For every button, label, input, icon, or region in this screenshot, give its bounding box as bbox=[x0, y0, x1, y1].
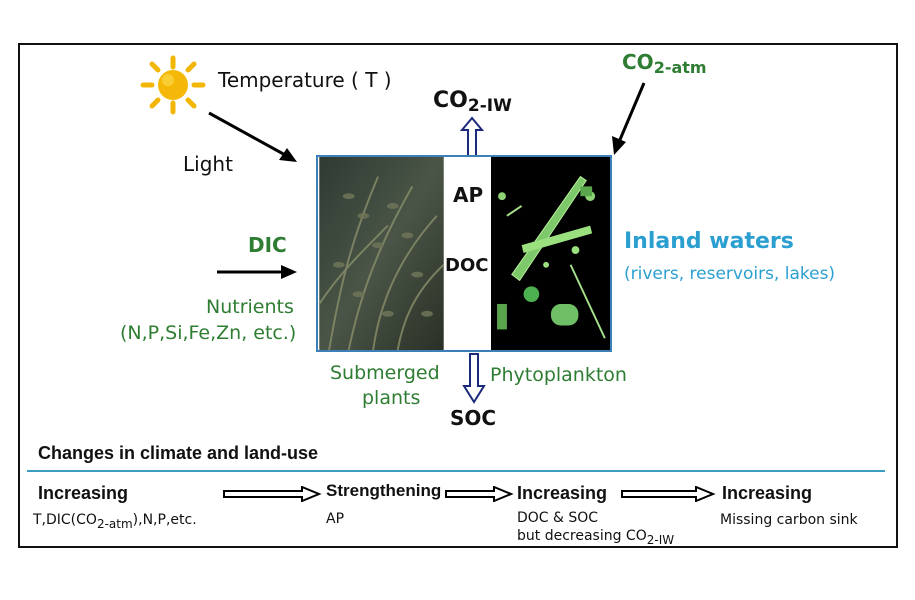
step-3-detail-1: DOC & SOC bbox=[517, 510, 599, 526]
bottom-title: Changes in climate and land-use bbox=[38, 443, 319, 463]
temperature-label: Temperature ( T ) bbox=[218, 68, 392, 92]
step-4-detail: Missing carbon sink bbox=[720, 512, 858, 528]
flow-arrow-2 bbox=[445, 486, 514, 502]
step-2-heading: Strengthening bbox=[326, 481, 442, 500]
step-4-heading: Increasing bbox=[722, 483, 813, 503]
phytoplankton-image bbox=[491, 157, 610, 350]
center-column bbox=[445, 157, 491, 350]
step-1-detail: T,DIC(CO2-atm),N,P,etc. bbox=[33, 512, 197, 531]
step-2-detail: AP bbox=[326, 511, 345, 527]
flow-arrow-3 bbox=[621, 486, 716, 502]
ap-label: AP bbox=[453, 183, 484, 207]
step-1-heading: Increasing bbox=[38, 483, 129, 503]
soc-label: SOC bbox=[450, 406, 497, 430]
dic-arrow bbox=[217, 265, 297, 279]
co2-iw-label: CO2-IW bbox=[433, 88, 512, 116]
sun-icon bbox=[140, 55, 206, 115]
light-label: Light bbox=[183, 152, 233, 176]
nutrients-detail: (N,P,Si,Fe,Zn, etc.) bbox=[120, 322, 297, 344]
submerged-plants-image bbox=[318, 157, 445, 350]
co2-atm-label: CO2-atm bbox=[622, 50, 707, 77]
submerged-plants-label: Submerged bbox=[330, 362, 440, 384]
inland-waters-title: Inland waters bbox=[624, 229, 794, 254]
dic-label: DIC bbox=[248, 233, 287, 257]
co2-atm-arrow bbox=[612, 82, 646, 155]
figure-frame bbox=[18, 43, 898, 548]
ecosystem-image bbox=[316, 155, 612, 352]
step-3-detail-2: but decreasing CO2-IW bbox=[517, 528, 675, 547]
doc-label: DOC bbox=[445, 255, 489, 276]
step-3-heading: Increasing bbox=[517, 483, 608, 503]
phytoplankton-label: Phytoplankton bbox=[490, 364, 627, 386]
soc-arrow bbox=[462, 353, 486, 404]
inland-waters-subtitle: (rivers, reservoirs, lakes) bbox=[624, 264, 836, 284]
flow-arrow-1 bbox=[223, 486, 322, 502]
light-arrow bbox=[208, 111, 297, 162]
section-divider bbox=[27, 470, 885, 472]
nutrients-label: Nutrients bbox=[206, 296, 294, 318]
submerged-plants-label-2: plants bbox=[362, 387, 421, 409]
